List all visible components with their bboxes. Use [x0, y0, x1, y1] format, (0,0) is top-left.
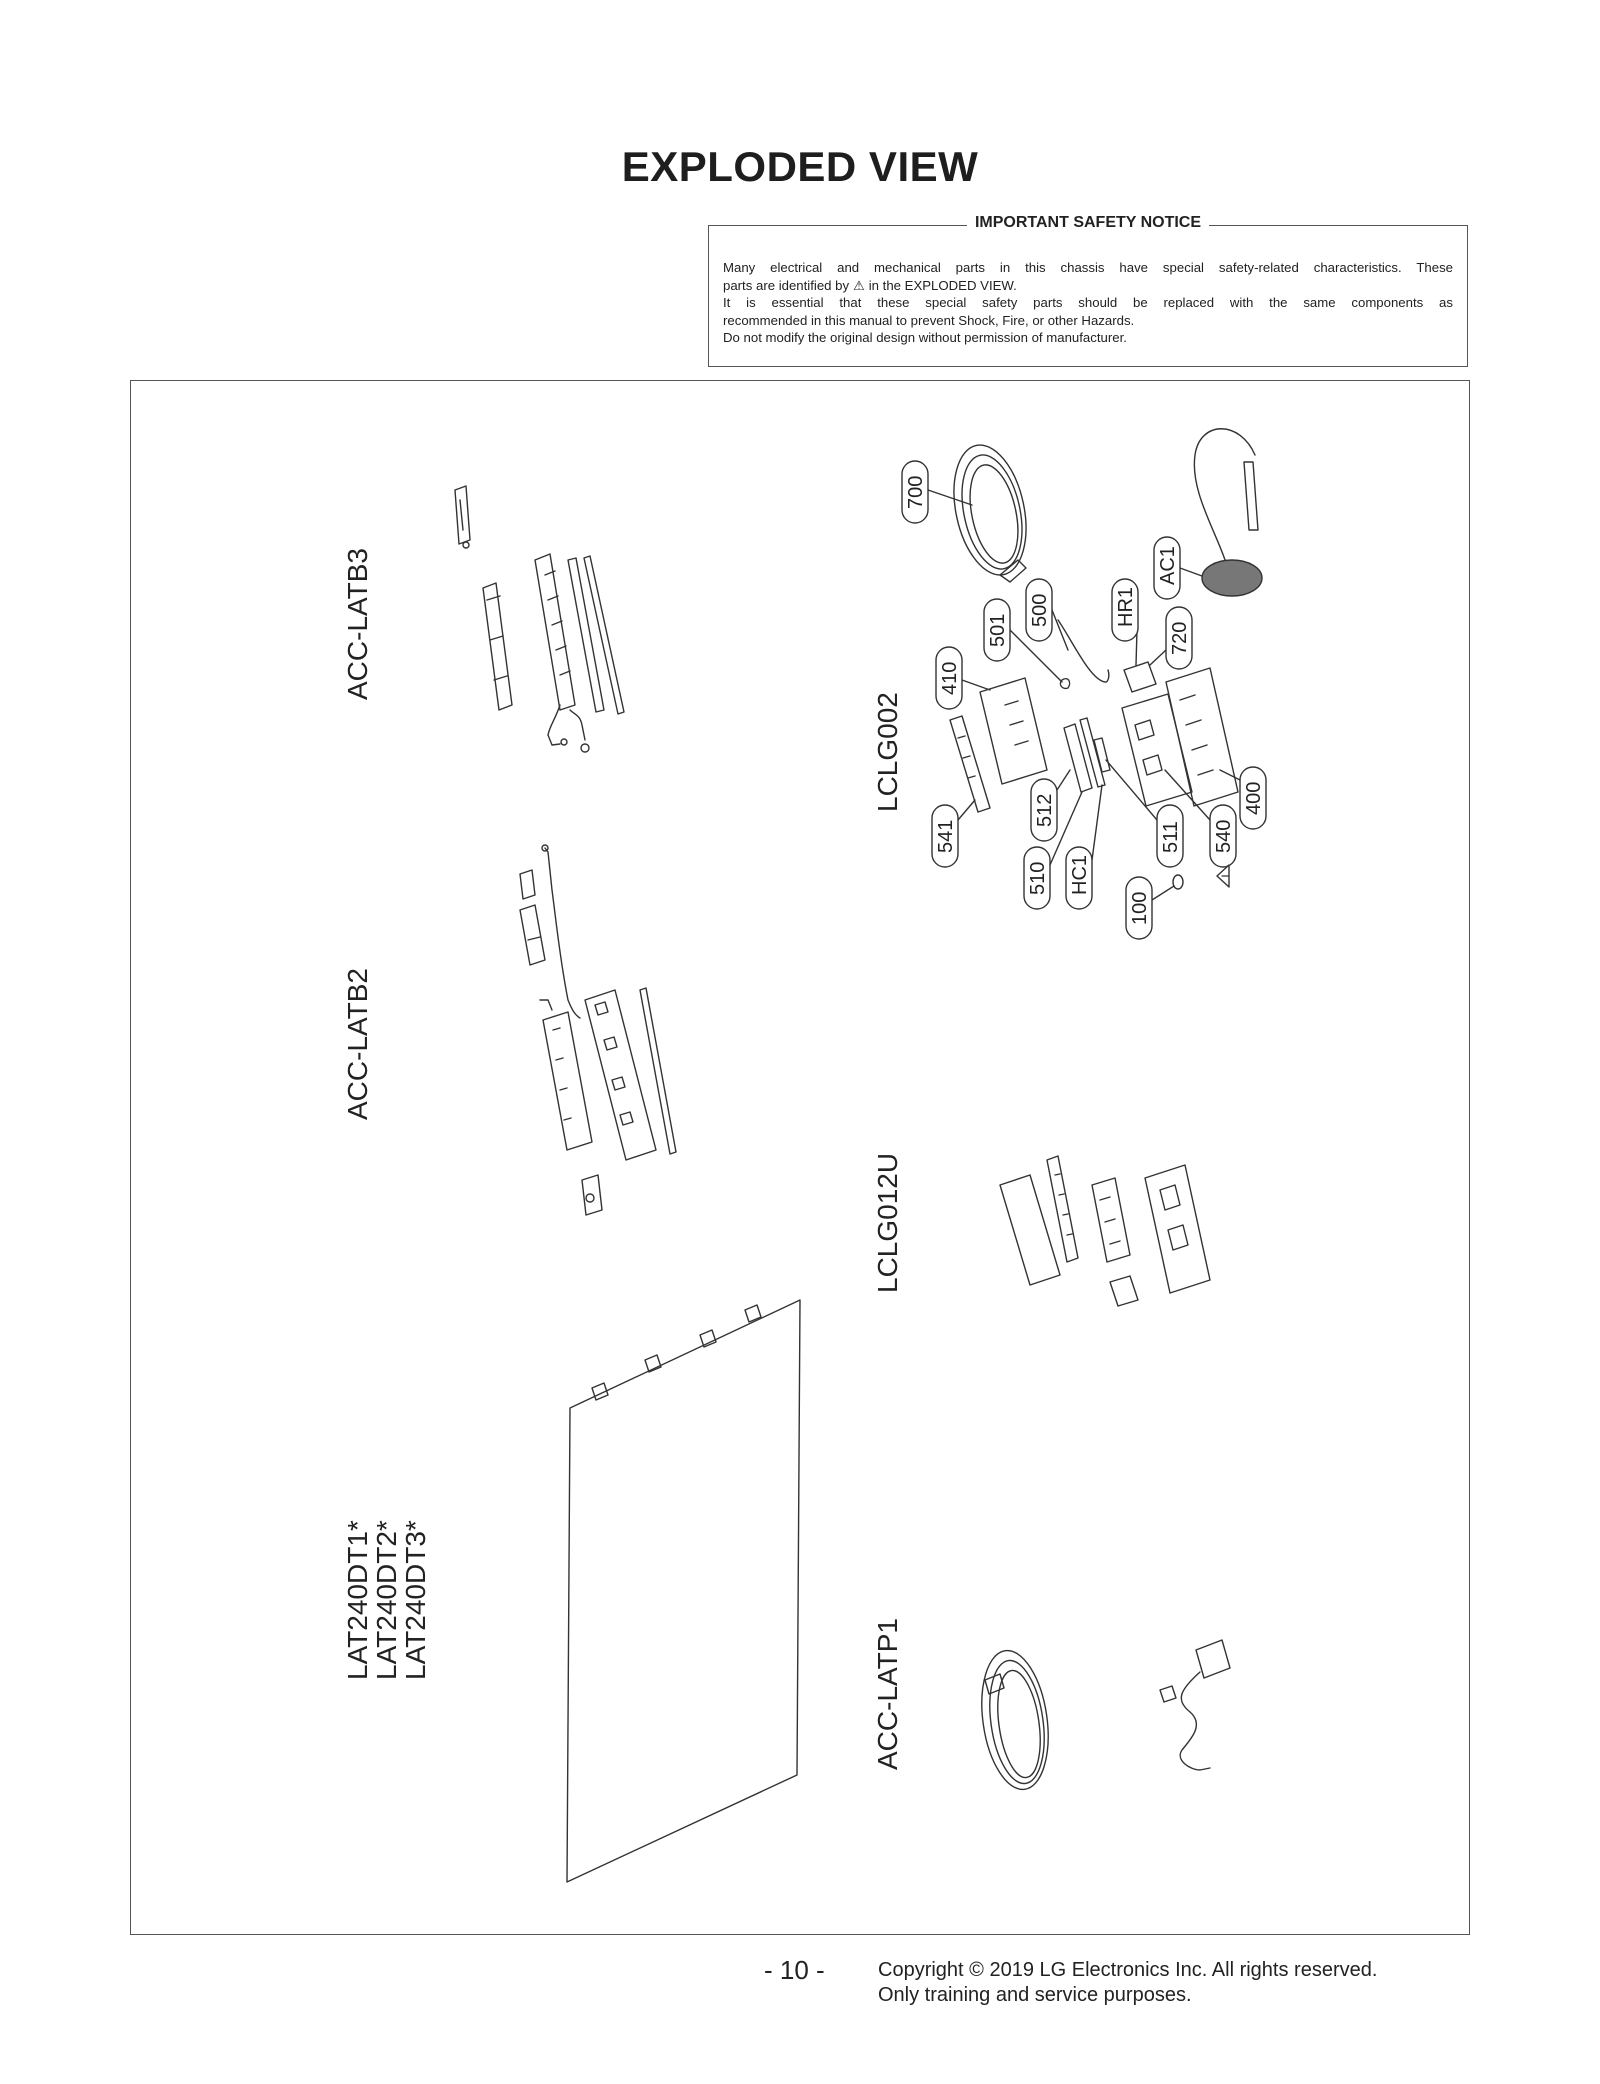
page-number: - 10 -	[764, 1955, 825, 1985]
copyright-line: Copyright © 2019 LG Electronics Inc. All…	[878, 1959, 1378, 1981]
group-label-lat240dt2: LAT240DT2*	[371, 1520, 402, 1680]
acc-latb3-parts-drawing	[454, 485, 625, 753]
purpose-line: Only training and service purposes.	[878, 1984, 1192, 2006]
group-label-acc-latb3: ACC-LATB3	[342, 548, 373, 700]
group-label-acc-latb2: ACC-LATB2	[342, 968, 373, 1120]
warning-triangle-icon	[1216, 864, 1230, 888]
callout-400: 400	[1219, 766, 1267, 830]
callout-410: 410	[935, 646, 991, 710]
callout-511: 511	[1105, 759, 1184, 868]
svg-text:500: 500	[1029, 594, 1051, 627]
group-label-lclg012u: LCLG012U	[872, 1153, 903, 1293]
callout-512: 512	[1030, 769, 1071, 842]
notice-line-2: parts are identified by⚠in the EXPLODED …	[723, 277, 1453, 295]
svg-text:720: 720	[1169, 622, 1191, 655]
callout-541: 541	[931, 799, 976, 868]
svg-text:HC1: HC1	[1069, 855, 1091, 895]
safety-notice-body: Many electrical and mechanical parts in …	[723, 259, 1453, 347]
callout-hr1: HR1	[1111, 578, 1139, 666]
callout-500: 500	[1025, 578, 1069, 651]
svg-text:700: 700	[905, 476, 927, 509]
acc-latp1-parts-drawing	[981, 1639, 1231, 1791]
callout-720: 720	[1149, 606, 1193, 670]
svg-text:410: 410	[939, 662, 961, 695]
svg-text:AC1: AC1	[1157, 546, 1179, 585]
lclg002-parts-drawing	[949, 428, 1263, 890]
svg-text:501: 501	[987, 614, 1009, 647]
safety-notice-heading: IMPORTANT SAFETY NOTICE	[966, 214, 1210, 231]
callout-700: 700	[901, 460, 973, 524]
svg-text:511: 511	[1160, 821, 1182, 853]
svg-text:510: 510	[1027, 862, 1049, 895]
callout-510: 510	[1023, 791, 1083, 910]
warning-triangle-icon: ⚠	[853, 277, 865, 293]
svg-text:512: 512	[1034, 794, 1056, 827]
notice-line-1: Many electrical and mechanical parts in …	[723, 260, 1453, 275]
copyright-notice: Copyright © 2019 LG Electronics Inc. All…	[878, 1958, 1377, 2008]
group-label-lat240dt1: LAT240DT1*	[342, 1520, 373, 1680]
callout-540: 540	[1164, 769, 1237, 868]
notice-line-5: Do not modify the original design withou…	[723, 330, 1127, 345]
acc-latb2-parts-drawing	[519, 844, 677, 1216]
callout-hc1: HC1	[1065, 784, 1103, 910]
svg-text:400: 400	[1243, 782, 1265, 815]
svg-text:541: 541	[935, 820, 957, 853]
group-label-lat240dt3: LAT240DT3*	[400, 1520, 431, 1680]
callout-100: 100	[1125, 876, 1175, 940]
notice-line-2-end: in the EXPLODED VIEW.	[868, 277, 1017, 293]
lat240dt-glass-panel	[566, 1299, 801, 1883]
notice-line-3: It is essential that these special safet…	[723, 295, 1453, 310]
notice-line-2-start: parts are identified by	[723, 277, 850, 293]
svg-text:HR1: HR1	[1115, 587, 1137, 627]
lclg012u-parts-drawing	[999, 1155, 1211, 1307]
diagram-frame	[130, 380, 1470, 1935]
group-label-lclg002: LCLG002	[872, 692, 903, 812]
safety-notice-heading-wrap: IMPORTANT SAFETY NOTICE	[709, 214, 1467, 232]
callout-501: 501	[983, 598, 1063, 683]
svg-text:540: 540	[1213, 820, 1235, 853]
notice-line-4: recommended in this manual to prevent Sh…	[723, 312, 1135, 328]
svg-text:100: 100	[1129, 892, 1151, 925]
group-label-acc-latp1: ACC-LATP1	[872, 1618, 903, 1770]
page-title: EXPLODED VIEW	[621, 143, 979, 190]
safety-notice-box: IMPORTANT SAFETY NOTICE Many electrical …	[708, 214, 1468, 367]
callout-ac1: AC1	[1153, 536, 1203, 600]
